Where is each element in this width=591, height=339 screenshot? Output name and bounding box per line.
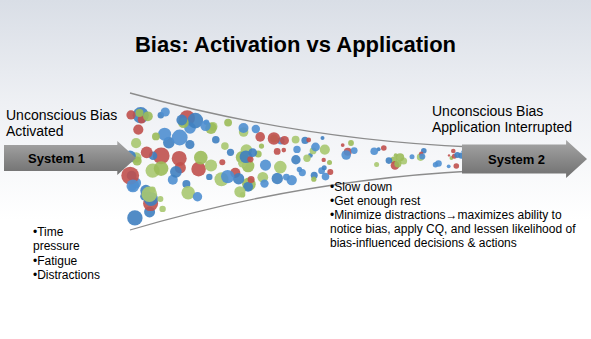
bias-dot xyxy=(419,153,425,159)
bias-dot xyxy=(341,150,351,160)
bias-dot xyxy=(152,133,160,141)
bias-dot xyxy=(410,154,415,159)
stage-label: Unconscious Bias Activated xyxy=(6,107,126,139)
bias-dot xyxy=(374,162,379,167)
bias-dot xyxy=(252,125,260,133)
bias-dot xyxy=(303,155,310,162)
bullet-item: •Distractions xyxy=(33,269,133,283)
bias-dot xyxy=(454,163,460,169)
bias-dot xyxy=(417,153,425,161)
bias-dot xyxy=(381,145,387,151)
bias-dot xyxy=(327,160,332,165)
arrow-fill xyxy=(4,141,136,175)
bias-dot xyxy=(172,130,188,146)
bias-dot xyxy=(268,132,280,144)
bias-dot xyxy=(227,149,234,156)
bias-dot xyxy=(341,143,345,147)
bias-dot xyxy=(158,128,171,141)
bias-dot xyxy=(159,206,165,212)
bias-dot xyxy=(311,177,316,182)
bias-dot xyxy=(126,180,139,193)
diagram-title: Bias: Activation vs Application xyxy=(0,32,591,57)
bias-dot xyxy=(348,140,354,146)
bias-dot xyxy=(320,145,330,155)
bullet-item: •Time pressure xyxy=(33,226,95,254)
bullet-item: •Minimize distractions→maximizes ability… xyxy=(330,209,585,250)
bias-dot xyxy=(306,138,311,143)
bias-dot xyxy=(259,144,264,149)
bias-dot xyxy=(260,160,271,171)
bias-dot xyxy=(292,136,300,144)
bias-dot xyxy=(248,176,255,183)
bias-dot xyxy=(247,156,253,162)
bias-dot xyxy=(131,138,141,148)
bias-dot xyxy=(370,147,378,155)
bias-dot xyxy=(205,159,217,171)
bias-dot xyxy=(219,159,225,165)
bias-dot xyxy=(255,132,265,142)
bias-dot xyxy=(143,111,153,121)
bias-dot xyxy=(451,149,456,154)
bias-dot xyxy=(176,115,187,126)
bias-dot xyxy=(248,148,257,157)
bias-dot xyxy=(157,196,163,202)
bias-dot xyxy=(200,121,210,131)
bias-dot xyxy=(322,165,327,170)
bias-dot xyxy=(194,151,208,165)
bias-dot xyxy=(274,161,287,174)
bias-dot xyxy=(322,158,326,162)
bias-dot xyxy=(161,107,170,116)
bias-dot xyxy=(447,164,451,168)
bias-dot xyxy=(141,146,153,158)
bias-dot xyxy=(239,123,249,133)
bullet-item: •Fatigue xyxy=(33,255,123,269)
bias-dot xyxy=(206,174,212,180)
bias-dot xyxy=(321,136,325,140)
bias-dot xyxy=(170,166,182,178)
bias-dot xyxy=(212,136,220,144)
bias-dot xyxy=(351,147,358,154)
stage-label: Unconscious Bias Application Interrupted xyxy=(432,103,588,135)
bias-dot xyxy=(142,186,158,202)
bias-dot xyxy=(282,148,287,153)
bias-dot xyxy=(280,136,289,145)
bias-dot xyxy=(291,155,300,164)
bias-dot xyxy=(221,170,234,183)
bias-dot xyxy=(234,186,245,197)
bias-dot xyxy=(297,167,302,172)
bias-dot xyxy=(221,142,229,150)
bias-dot xyxy=(224,119,232,127)
arrow-label: System 1 xyxy=(28,151,136,166)
arrow-fill xyxy=(462,140,587,178)
bias-dot xyxy=(272,173,283,184)
bias-dot xyxy=(193,192,202,201)
process-arrow: System 2 xyxy=(462,140,587,178)
bias-dot xyxy=(133,125,143,135)
bias-dot xyxy=(260,179,268,187)
bias-dot xyxy=(327,169,333,175)
bias-dot xyxy=(185,140,194,149)
process-arrow: System 1 xyxy=(4,141,136,175)
bias-dot xyxy=(136,109,144,117)
bias-dot xyxy=(233,173,244,184)
bias-dot xyxy=(311,143,320,152)
funnel-edge xyxy=(130,93,472,147)
bias-dot xyxy=(127,210,142,225)
bias-dot xyxy=(287,175,297,185)
bias-dot xyxy=(433,162,438,167)
bullet-item: •Slow down xyxy=(330,181,580,195)
bias-dot xyxy=(386,157,393,164)
bias-dot xyxy=(154,161,169,176)
bias-dot xyxy=(274,148,281,155)
bias-dot xyxy=(448,154,450,156)
bias-dot xyxy=(293,146,300,153)
bias-dot xyxy=(396,153,404,161)
bullet-item: •Get enough rest xyxy=(330,195,580,209)
bias-dot xyxy=(126,110,135,119)
arrow-label: System 2 xyxy=(488,152,587,167)
